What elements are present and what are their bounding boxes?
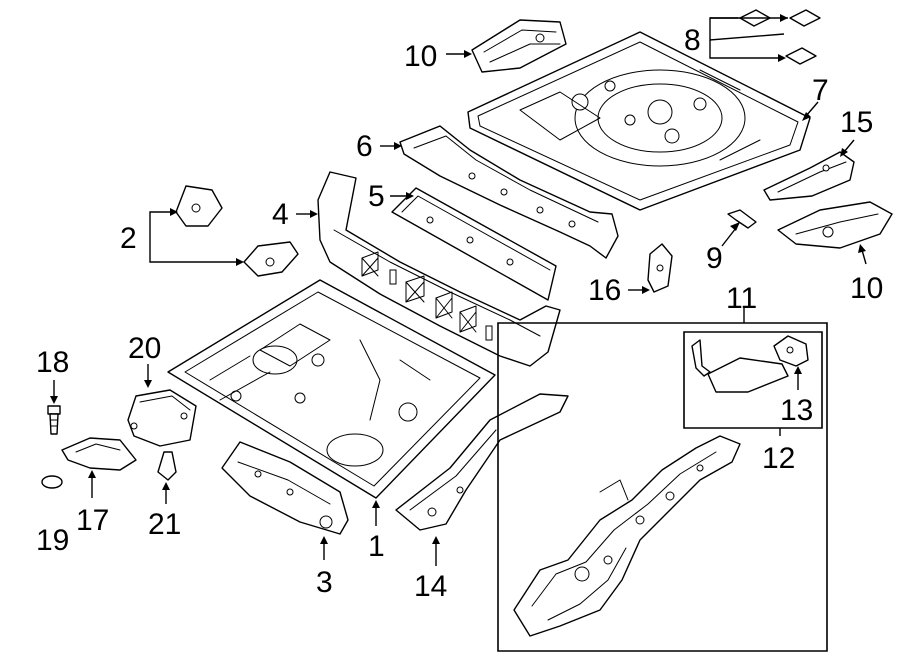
callout-2: 2 (120, 222, 137, 255)
callout-13: 13 (780, 394, 813, 427)
callout-17: 17 (76, 504, 109, 537)
callout-18: 18 (36, 346, 69, 379)
callout-5: 5 (368, 180, 385, 213)
leader-lines (50, 14, 867, 566)
callout-12: 12 (762, 442, 795, 475)
rear-rail-extension-part (395, 393, 569, 531)
spare-tire-pan-part (467, 31, 811, 211)
bracket-top-part (471, 19, 567, 73)
bracket-small-part (647, 243, 673, 293)
floor-side-brace-part (221, 441, 349, 535)
callout-labels: 10 8 7 6 15 5 4 2 9 10 16 11 18 20 13 12… (36, 24, 883, 603)
plug-part (41, 475, 63, 489)
callout-4: 4 (272, 198, 289, 231)
callout-14: 14 (414, 570, 447, 603)
bracket-right-part (763, 151, 855, 201)
callout-10-right: 10 (850, 272, 883, 305)
callout-8: 8 (684, 24, 701, 57)
callout-19: 19 (36, 524, 69, 557)
callout-21: 21 (148, 508, 181, 541)
callout-3: 3 (316, 566, 333, 599)
callout-11: 11 (726, 282, 757, 315)
clip-part (727, 209, 757, 229)
callout-10-top: 10 (404, 40, 437, 73)
bolt-part (47, 405, 61, 435)
callout-16: 16 (588, 274, 621, 307)
callout-6: 6 (356, 130, 373, 163)
rear-rail-assembly-box (497, 322, 828, 652)
callout-20: 20 (128, 332, 161, 365)
brackets-part (175, 185, 299, 277)
rear-panel-part (317, 171, 561, 367)
callout-7: 7 (812, 74, 829, 107)
rear-crossmember-part (399, 125, 619, 259)
rear-floor-pan-part (167, 279, 496, 499)
cover-part (127, 389, 197, 447)
callout-1: 1 (368, 530, 385, 563)
callout-15: 15 (840, 106, 873, 139)
bracket-right-lower-part (777, 201, 893, 249)
insulator-part (61, 437, 137, 471)
push-clip-part (157, 451, 177, 481)
callout-9: 9 (706, 242, 723, 275)
